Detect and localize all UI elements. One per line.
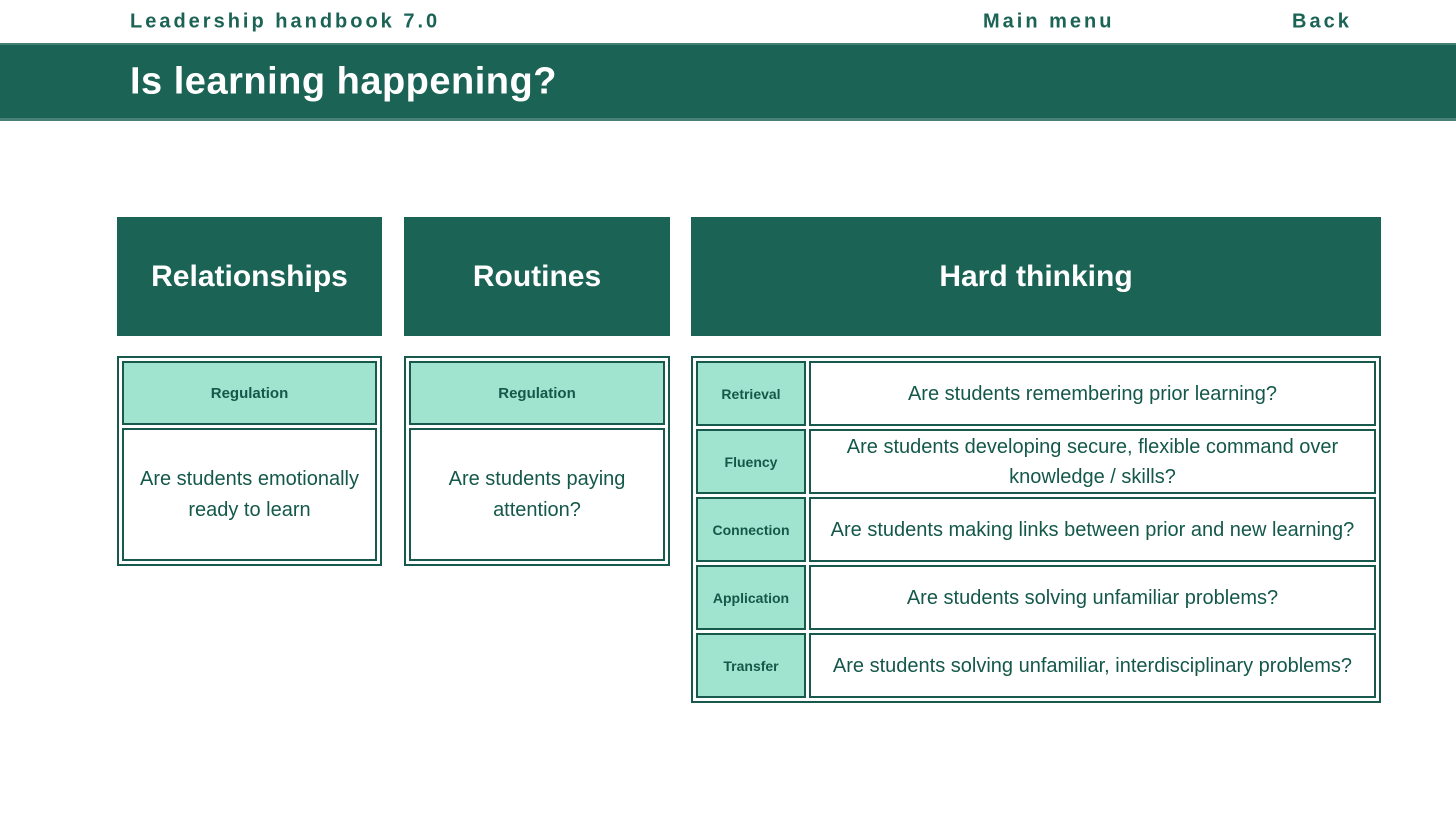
hard-thinking-row-label: Fluency [696,429,806,494]
hard-thinking-row-question: Are students making links between prior … [809,497,1376,562]
routines-table: Regulation Are students paying attention… [404,356,670,566]
routines-row-question: Are students paying attention? [409,428,665,561]
hard-thinking-row-label: Connection [696,497,806,562]
hard-thinking-table: Retrieval Are students remembering prior… [691,356,1381,703]
page-title: Is learning happening? [130,60,557,103]
hard-thinking-row-question: Are students remembering prior learning? [809,361,1376,426]
hard-thinking-row-question: Are students solving unfamiliar, interdi… [809,633,1376,698]
hard-thinking-row-label: Retrieval [696,361,806,426]
hard-thinking-row-question: Are students solving unfamiliar problems… [809,565,1376,630]
relationships-row-question: Are students emotionally ready to learn [122,428,377,561]
relationships-row-label: Regulation [122,361,377,425]
hard-thinking-row-label: Transfer [696,633,806,698]
routines-row-label: Regulation [409,361,665,425]
relationships-table: Regulation Are students emotionally read… [117,356,382,566]
top-nav-bar: Leadership handbook 7.0 Main menu Back [0,0,1456,43]
hard-thinking-row-label: Application [696,565,806,630]
column-header-relationships: Relationships [117,217,382,336]
main-menu-link[interactable]: Main menu [983,10,1115,32]
title-band: Is learning happening? [0,43,1456,121]
column-header-routines: Routines [404,217,670,336]
back-link[interactable]: Back [1292,10,1352,32]
handbook-title: Leadership handbook 7.0 [130,10,441,32]
column-header-hard-thinking: Hard thinking [691,217,1381,336]
hard-thinking-row-question: Are students developing secure, flexible… [809,429,1376,494]
